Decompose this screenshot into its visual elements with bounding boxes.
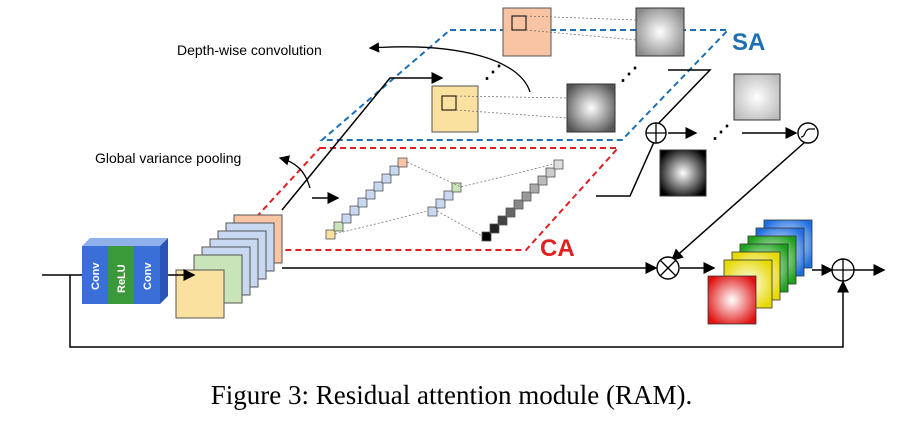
sa-input-mid xyxy=(431,85,479,133)
sa-kernel-top xyxy=(511,15,527,31)
sa-projection-lines xyxy=(455,15,637,119)
output-feature-stack xyxy=(707,219,813,325)
add-node-attention xyxy=(645,122,667,144)
depthwise-label: Depth-wise convolution xyxy=(177,42,322,58)
attention-map-dark xyxy=(659,149,707,197)
ca-mid-vector xyxy=(427,182,462,217)
sa-region xyxy=(319,29,731,141)
relu-text: ReLU xyxy=(116,264,128,293)
sa-output-top xyxy=(635,7,685,57)
sa-output-mid xyxy=(566,83,616,133)
conv1-text: Conv xyxy=(90,262,102,290)
sigmoid-node xyxy=(797,122,819,144)
conv-relu-conv-block: Conv ReLU Conv xyxy=(82,238,168,304)
figure-caption: Figure 3: Residual attention module (RAM… xyxy=(210,380,693,410)
attention-dots: ⋰ xyxy=(712,122,730,142)
attention-map-light xyxy=(733,73,781,121)
input-feature-stack xyxy=(175,214,283,319)
ca-label: CA xyxy=(540,235,575,262)
sa-dots-1: ⋰ xyxy=(484,62,502,82)
sa-dots-2: ⋰ xyxy=(620,64,638,84)
sa-kernel-mid xyxy=(441,95,457,111)
ca-output-vector xyxy=(481,159,564,242)
sa-label: SA xyxy=(732,29,765,56)
conv2-text: Conv xyxy=(142,262,154,290)
sa-input-top xyxy=(502,7,552,57)
depthwise-arrow xyxy=(368,42,531,93)
flow-lines xyxy=(42,69,886,348)
add-node-residual xyxy=(831,258,855,282)
ca-connection-lines xyxy=(334,161,555,237)
multiply-node xyxy=(656,256,680,280)
ca-input-vector xyxy=(325,157,408,240)
gvp-label: Global variance pooling xyxy=(95,150,241,166)
gvp-arrow xyxy=(278,155,311,189)
